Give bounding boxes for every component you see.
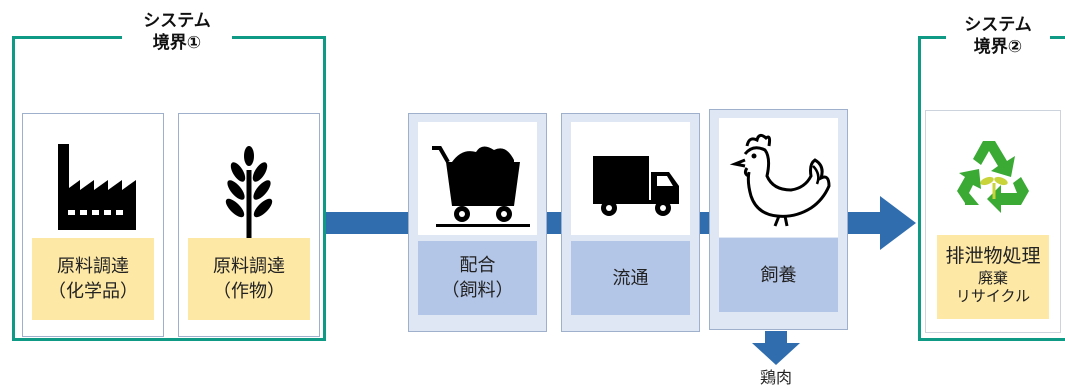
stage-feed-blending: 配合 （飼料） — [408, 113, 547, 332]
output-label: 鶏肉 — [759, 368, 792, 387]
stage-label: 配合 （飼料） — [418, 241, 537, 315]
stage-manure-treatment: 排泄物処理 廃棄 リサイクル — [925, 110, 1061, 333]
stage-raising: 飼養 — [709, 109, 848, 330]
stage-icon-box — [32, 122, 154, 246]
stage-icon-box — [188, 122, 310, 246]
system-boundary-2-label: システム 境界② — [946, 14, 1050, 58]
stage-label-line: 原料調達 — [213, 256, 285, 277]
stage-label: 原料調達 （化学品） — [32, 238, 154, 320]
system-boundary-1-label: システム 境界① — [122, 10, 232, 54]
stage-distribution: 流通 — [561, 113, 700, 332]
output-arrow-stem — [765, 331, 787, 343]
flow-arrow-head — [880, 196, 916, 250]
stage-label-line: 流通 — [612, 267, 649, 289]
stage-icon-box — [719, 118, 838, 237]
stage-label-line: （飼料） — [441, 280, 514, 301]
boundary-label-line: 境界① — [152, 33, 202, 53]
output-arrow-head — [752, 343, 800, 365]
stage-icon-box — [935, 119, 1051, 231]
stage-icon-box — [571, 122, 690, 235]
wheat-icon — [225, 146, 273, 240]
stage-raw-material-crops: 原料調達 （作物） — [178, 113, 320, 337]
stage-label: 排泄物処理 廃棄 リサイクル — [937, 235, 1049, 319]
stage-label-line: リサイクル — [955, 287, 1031, 305]
boundary-label-line: 境界② — [973, 37, 1023, 57]
recycle-icon — [957, 141, 1029, 213]
stage-label: 流通 — [571, 241, 690, 315]
boundary-label-line: システム — [143, 11, 211, 31]
boundary-label-line: システム — [964, 15, 1032, 35]
stage-label: 原料調達 （作物） — [188, 238, 310, 320]
mining-cart-icon — [432, 146, 530, 227]
stage-raw-material-chemicals: 原料調達 （化学品） — [22, 113, 164, 337]
stage-label-line: （化学品） — [48, 281, 138, 302]
stage-label-line: 排泄物処理 — [945, 245, 1041, 267]
stage-label-line: 配合 — [459, 255, 496, 276]
stage-icon-box — [418, 122, 537, 235]
truck-icon — [593, 156, 679, 216]
chicken-icon — [729, 133, 831, 227]
stage-label-line: （作物） — [213, 281, 285, 302]
stage-label: 飼養 — [719, 238, 838, 312]
factory-icon — [58, 144, 136, 230]
stage-label-line: 廃棄 — [977, 269, 1008, 287]
stage-label-line: 原料調達 — [57, 256, 129, 277]
stage-label-line: 飼養 — [760, 264, 797, 286]
